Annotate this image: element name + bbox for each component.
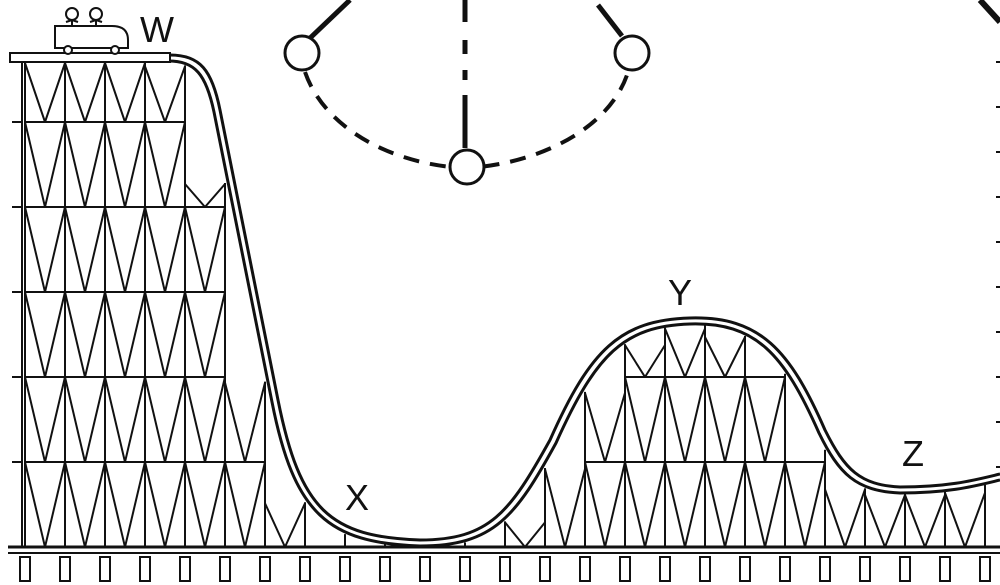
right-edge-support (980, 0, 1000, 467)
track (10, 55, 1000, 546)
roller-coaster-car-icon (55, 8, 128, 54)
point-x-label: X (345, 480, 369, 516)
support-lattice (25, 62, 985, 547)
tower-platform (10, 53, 170, 62)
footings (20, 557, 990, 581)
tower-left-edge (12, 60, 22, 547)
point-y-label: Y (668, 275, 692, 311)
point-z-label: Z (902, 436, 924, 472)
pendulum-inset (285, 0, 649, 184)
ground (8, 547, 1000, 581)
point-w-label: W (140, 12, 174, 48)
